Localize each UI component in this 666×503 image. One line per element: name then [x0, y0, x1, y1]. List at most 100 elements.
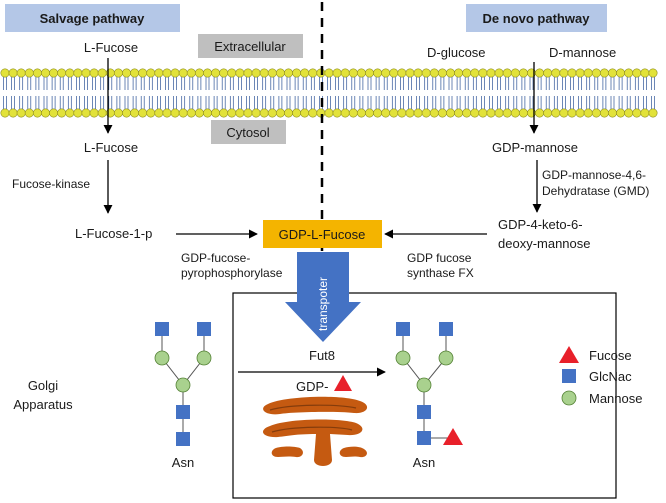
lipid-head [227, 108, 237, 118]
glcnac-square [176, 432, 190, 446]
legend: Fucose GlcNac Mannose [559, 346, 642, 406]
lipid-tail [286, 96, 291, 109]
lipid-tail [440, 96, 445, 109]
lipid-tail [618, 77, 623, 90]
lipid-head [211, 108, 221, 118]
lipid-tail [634, 77, 639, 90]
lipid-tail [529, 96, 534, 109]
lipid-tail [367, 96, 372, 109]
lipid-head [251, 68, 261, 78]
lipid-head [470, 108, 480, 118]
lipid-tail [173, 96, 177, 109]
lipid-head [518, 68, 528, 78]
lipid-tail [594, 77, 599, 90]
lipid-tail [537, 77, 542, 90]
lipid-tail [351, 96, 356, 109]
lipid-head [89, 108, 99, 118]
lipid-head [178, 108, 188, 118]
lipid-head [57, 108, 67, 118]
glcnac-square [417, 431, 431, 445]
gdp-l-fucose: GDP-L-Fucose [279, 227, 366, 242]
lipid-head [437, 108, 447, 118]
lipid-head [486, 68, 496, 78]
lipid-tail [448, 96, 453, 109]
lipid-tail [343, 77, 348, 90]
glcnac-square [197, 322, 211, 336]
lipid-tail [586, 96, 591, 109]
lipid-tail [27, 77, 32, 90]
lipid-head [251, 108, 261, 118]
lipid-tail [578, 96, 582, 109]
lipid-head [227, 68, 237, 78]
lipid-tail [189, 77, 194, 90]
lipid-tail [181, 77, 186, 90]
lipid-tail [570, 77, 574, 90]
lipid-head [445, 68, 455, 78]
lipid-head [575, 68, 585, 78]
glcnac-square [439, 322, 453, 336]
lipid-head [454, 68, 464, 78]
lipid-tail [3, 96, 7, 109]
lipid-tail [651, 77, 655, 90]
lipid-tail [545, 96, 550, 109]
lipid-tail [165, 96, 169, 109]
lipid-head [203, 68, 213, 78]
lipid-head [40, 68, 50, 78]
lipid-head [65, 108, 75, 118]
l-fucose-extracellular: L-Fucose [84, 40, 138, 55]
lipid-head [73, 68, 83, 78]
gdp-mannose: GDP-mannose [492, 140, 578, 155]
fucose-donor-triangle [334, 375, 352, 391]
lipid-tail [173, 77, 177, 90]
lipid-head [389, 108, 399, 118]
lipid-head [535, 68, 545, 78]
lipid-tail [302, 96, 307, 109]
lipid-head [405, 108, 415, 118]
lipid-tail [51, 96, 56, 109]
lipid-head [389, 68, 399, 78]
lipid-tail [116, 96, 121, 109]
lipid-head [275, 68, 285, 78]
lipid-tail [189, 96, 194, 109]
lipid-tail [197, 96, 202, 109]
lipid-tail [148, 77, 153, 90]
lipid-head [40, 108, 50, 118]
fut8-label: Fut8 [309, 348, 335, 363]
lipid-tail [254, 96, 258, 109]
lipid-head [32, 68, 42, 78]
lipid-head [640, 68, 650, 78]
lipid-head [332, 108, 342, 118]
lipid-tail [497, 96, 501, 109]
lipid-head [502, 68, 512, 78]
lipid-tail [92, 77, 96, 90]
pyrophosphorylase-label-1: GDP-fucose- [181, 251, 250, 265]
lipid-tail [513, 77, 518, 90]
lipid-tail [383, 96, 388, 109]
lipid-head [186, 68, 196, 78]
legend-glcnac-icon [562, 369, 576, 383]
legend-glcnac-label: GlcNac [589, 369, 632, 384]
lipid-tail [148, 96, 153, 109]
lipid-head [130, 68, 140, 78]
lipid-tail [229, 77, 234, 90]
lipid-head [429, 68, 439, 78]
lipid-tail [456, 77, 461, 90]
lipid-tail [310, 96, 315, 109]
lipid-head [381, 108, 391, 118]
lipid-tail [229, 96, 234, 109]
lipid-tail [367, 77, 372, 90]
lipid-head [146, 68, 156, 78]
lipid-head [89, 68, 99, 78]
lipid-tail [327, 96, 331, 109]
lipid-head [170, 68, 180, 78]
lipid-tail [100, 77, 105, 90]
salvage-header-box [5, 4, 180, 32]
lipid-tail [294, 77, 299, 90]
lipid-tail [270, 96, 275, 109]
lipid-tail [19, 77, 24, 90]
lipid-head [454, 108, 464, 118]
lipid-head [437, 68, 447, 78]
lipid-tail [59, 77, 64, 90]
lipid-head [194, 68, 204, 78]
extracellular-label: Extracellular [214, 39, 286, 54]
